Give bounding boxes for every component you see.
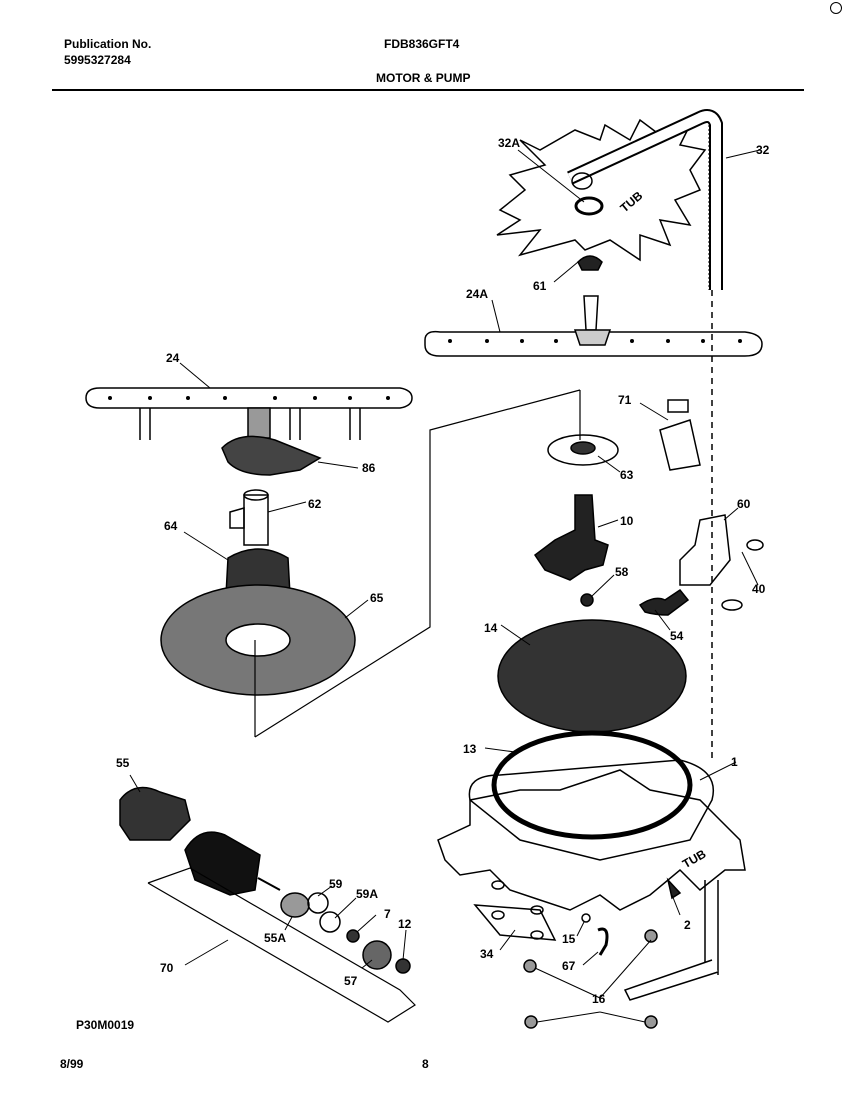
label-64: 64 bbox=[164, 519, 178, 533]
nut-16a bbox=[644, 929, 658, 943]
group-bracket-upper bbox=[254, 389, 581, 738]
pump-housing-10 bbox=[533, 494, 609, 581]
label-71: 71 bbox=[618, 393, 632, 407]
tub-top-section bbox=[496, 118, 707, 262]
label-57: 57 bbox=[344, 974, 358, 988]
label-59A: 59A bbox=[356, 887, 378, 901]
part-71 bbox=[667, 399, 689, 413]
section-title: MOTOR & PUMP bbox=[376, 71, 471, 85]
label-14: 14 bbox=[484, 621, 498, 635]
ring-59A bbox=[319, 911, 341, 933]
part-63 bbox=[547, 434, 619, 466]
diagram-code: P30M0019 bbox=[76, 1018, 135, 1032]
impeller-55 bbox=[119, 786, 191, 841]
label-34: 34 bbox=[480, 947, 494, 961]
deflector-86 bbox=[221, 435, 322, 476]
label-7: 7 bbox=[384, 907, 391, 921]
revision-date: 8/99 bbox=[60, 1057, 84, 1071]
tub-label-upper: TUB bbox=[617, 188, 645, 215]
label-32A: 32A bbox=[498, 136, 520, 150]
label-40: 40 bbox=[752, 582, 766, 596]
lower-spray-arm-24 bbox=[85, 387, 413, 409]
label-24A: 24A bbox=[466, 287, 488, 301]
label-65: 65 bbox=[370, 591, 384, 605]
impeller-57 bbox=[362, 940, 392, 970]
label-55: 55 bbox=[116, 756, 130, 770]
label-15: 15 bbox=[562, 932, 576, 946]
tub-lower-section bbox=[437, 769, 746, 911]
label-32: 32 bbox=[756, 143, 770, 157]
nut-16c bbox=[524, 1015, 538, 1029]
nut-61 bbox=[577, 255, 603, 271]
part-12 bbox=[395, 958, 411, 974]
label-59: 59 bbox=[329, 877, 343, 891]
label-58: 58 bbox=[615, 565, 629, 579]
label-13: 13 bbox=[463, 742, 477, 756]
label-70: 70 bbox=[160, 961, 174, 975]
label-60: 60 bbox=[737, 497, 751, 511]
clip-67 bbox=[597, 927, 609, 956]
tube-end bbox=[571, 172, 593, 190]
label-2: 2 bbox=[684, 918, 691, 932]
ring-59 bbox=[307, 892, 329, 914]
clamp-40 bbox=[746, 539, 764, 551]
label-62: 62 bbox=[308, 497, 322, 511]
label-54: 54 bbox=[670, 629, 684, 643]
header-rule bbox=[52, 89, 804, 91]
tube-62 bbox=[243, 494, 269, 546]
label-63: 63 bbox=[620, 468, 634, 482]
drain-hose bbox=[623, 959, 719, 1001]
seal-55A bbox=[280, 892, 310, 918]
tub-bottom bbox=[468, 759, 714, 861]
tub-label-lower: TUB bbox=[680, 847, 709, 872]
label-10: 10 bbox=[620, 514, 634, 528]
hose-54 bbox=[638, 588, 690, 616]
gasket-13 bbox=[491, 730, 693, 840]
grommet-32A bbox=[574, 196, 604, 216]
motor-70 bbox=[184, 831, 261, 896]
publication-number: 5995327284 bbox=[64, 53, 131, 67]
label-12: 12 bbox=[398, 917, 412, 931]
label-55A: 55A bbox=[264, 931, 286, 945]
label-67: 67 bbox=[562, 959, 576, 973]
bracket-34 bbox=[473, 904, 557, 941]
upper-spray-arm-24A bbox=[424, 330, 763, 357]
label-61: 61 bbox=[533, 279, 547, 293]
filter-14 bbox=[497, 619, 687, 733]
ball-58 bbox=[580, 593, 594, 607]
label-86: 86 bbox=[362, 461, 376, 475]
part-7 bbox=[346, 929, 360, 943]
group-bracket-70 bbox=[147, 867, 416, 1023]
model-number: FDB836GFT4 bbox=[384, 37, 460, 51]
part-2 bbox=[666, 877, 682, 900]
label-1: 1 bbox=[731, 755, 738, 769]
page-number: 8 bbox=[422, 1057, 429, 1071]
nut-16d bbox=[644, 1015, 658, 1029]
publication-label: Publication No. bbox=[64, 37, 152, 51]
label-16: 16 bbox=[592, 992, 606, 1006]
nut-16b bbox=[523, 959, 537, 973]
label-24: 24 bbox=[166, 351, 180, 365]
corner-circle-mark bbox=[830, 2, 842, 14]
water-valve-60 bbox=[679, 514, 731, 586]
spring-coil bbox=[247, 407, 271, 439]
part-15 bbox=[581, 913, 591, 923]
